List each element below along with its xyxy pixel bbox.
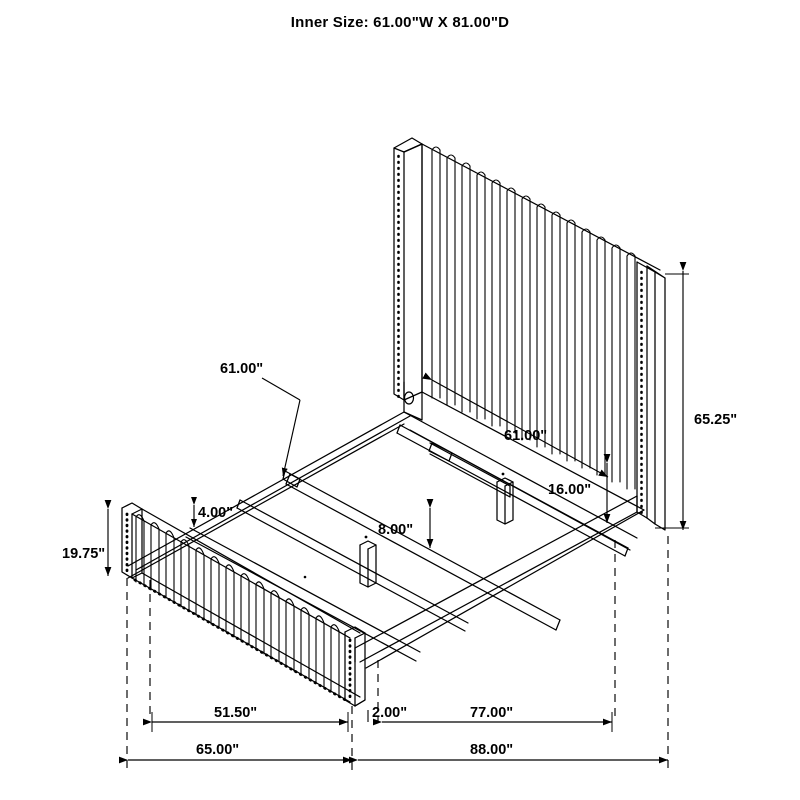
- nailhead-trim-footboard: [125, 512, 352, 704]
- rail-bracket-1: [282, 470, 301, 488]
- cross-slat-2-end: [236, 499, 241, 509]
- center-support-rail-b: [285, 483, 557, 631]
- headboard-bottom-edge: [421, 391, 645, 511]
- label-span-6500: 65.00": [196, 742, 239, 758]
- dimension-labels: 61.00" 61.00" 16.00" 65.25" 8.00" 4.00" …: [62, 361, 737, 758]
- side-rail-right-outer-b: [365, 509, 645, 669]
- label-footboard-1975: 19.75": [62, 546, 105, 562]
- cross-slat-1-end2: [624, 547, 629, 557]
- label-rail-4: 4.00": [198, 505, 233, 521]
- nailhead-trim-headboard: [397, 154, 643, 518]
- side-rail-left-c: [135, 415, 411, 571]
- label-span-8800: 88.00": [470, 742, 513, 758]
- footboard-channels: [135, 514, 340, 697]
- label-span-5150: 51.50": [214, 705, 257, 721]
- bolt-hole: [403, 391, 415, 405]
- cross-slat-2b: [236, 507, 466, 632]
- footboard-top-edge: [141, 508, 361, 634]
- page-title: Inner Size: 61.00"W X 81.00"D: [290, 14, 510, 31]
- headboard: [393, 137, 666, 531]
- footboard: [121, 502, 366, 707]
- center-rail-end-b: [555, 619, 561, 631]
- cross-slat-2: [239, 499, 469, 624]
- label-span-7700: 77.00": [470, 705, 513, 721]
- label-inner-16: 16.00": [548, 482, 591, 498]
- dim-headboard-61: [422, 372, 609, 478]
- side-rail-left: [127, 411, 405, 567]
- footboard-rail: [189, 527, 421, 653]
- footboard-bottom-edge-2: [141, 572, 361, 698]
- headboard-top-edge: [421, 143, 661, 271]
- label-height-6525: 65.25": [694, 412, 737, 428]
- dim-height-6525: [655, 261, 689, 530]
- cross-slat-1-end: [396, 424, 401, 434]
- label-headboard-61: 61.00": [504, 428, 547, 444]
- center-leg-1: [359, 535, 377, 588]
- rail-dot-1: [303, 575, 307, 579]
- side-rail-left-b: [127, 423, 405, 579]
- center-support-rail: [289, 473, 561, 621]
- dim-leader-61: [261, 377, 301, 477]
- extension-lines: [126, 536, 669, 770]
- side-rail-right-top: [354, 495, 638, 649]
- label-post-2: 2.00": [372, 705, 407, 721]
- dim-span-7700: [372, 712, 613, 732]
- dim-span-5150: [142, 712, 349, 732]
- footboard-right-post: [344, 626, 366, 707]
- label-leg-8: 8.00": [378, 522, 413, 538]
- center-rail-end-a: [285, 473, 291, 485]
- rail-connector: [429, 442, 511, 498]
- center-leg-2: [496, 472, 514, 525]
- label-leader-61: 61.00": [220, 361, 263, 377]
- headboard-right-post: [636, 261, 666, 531]
